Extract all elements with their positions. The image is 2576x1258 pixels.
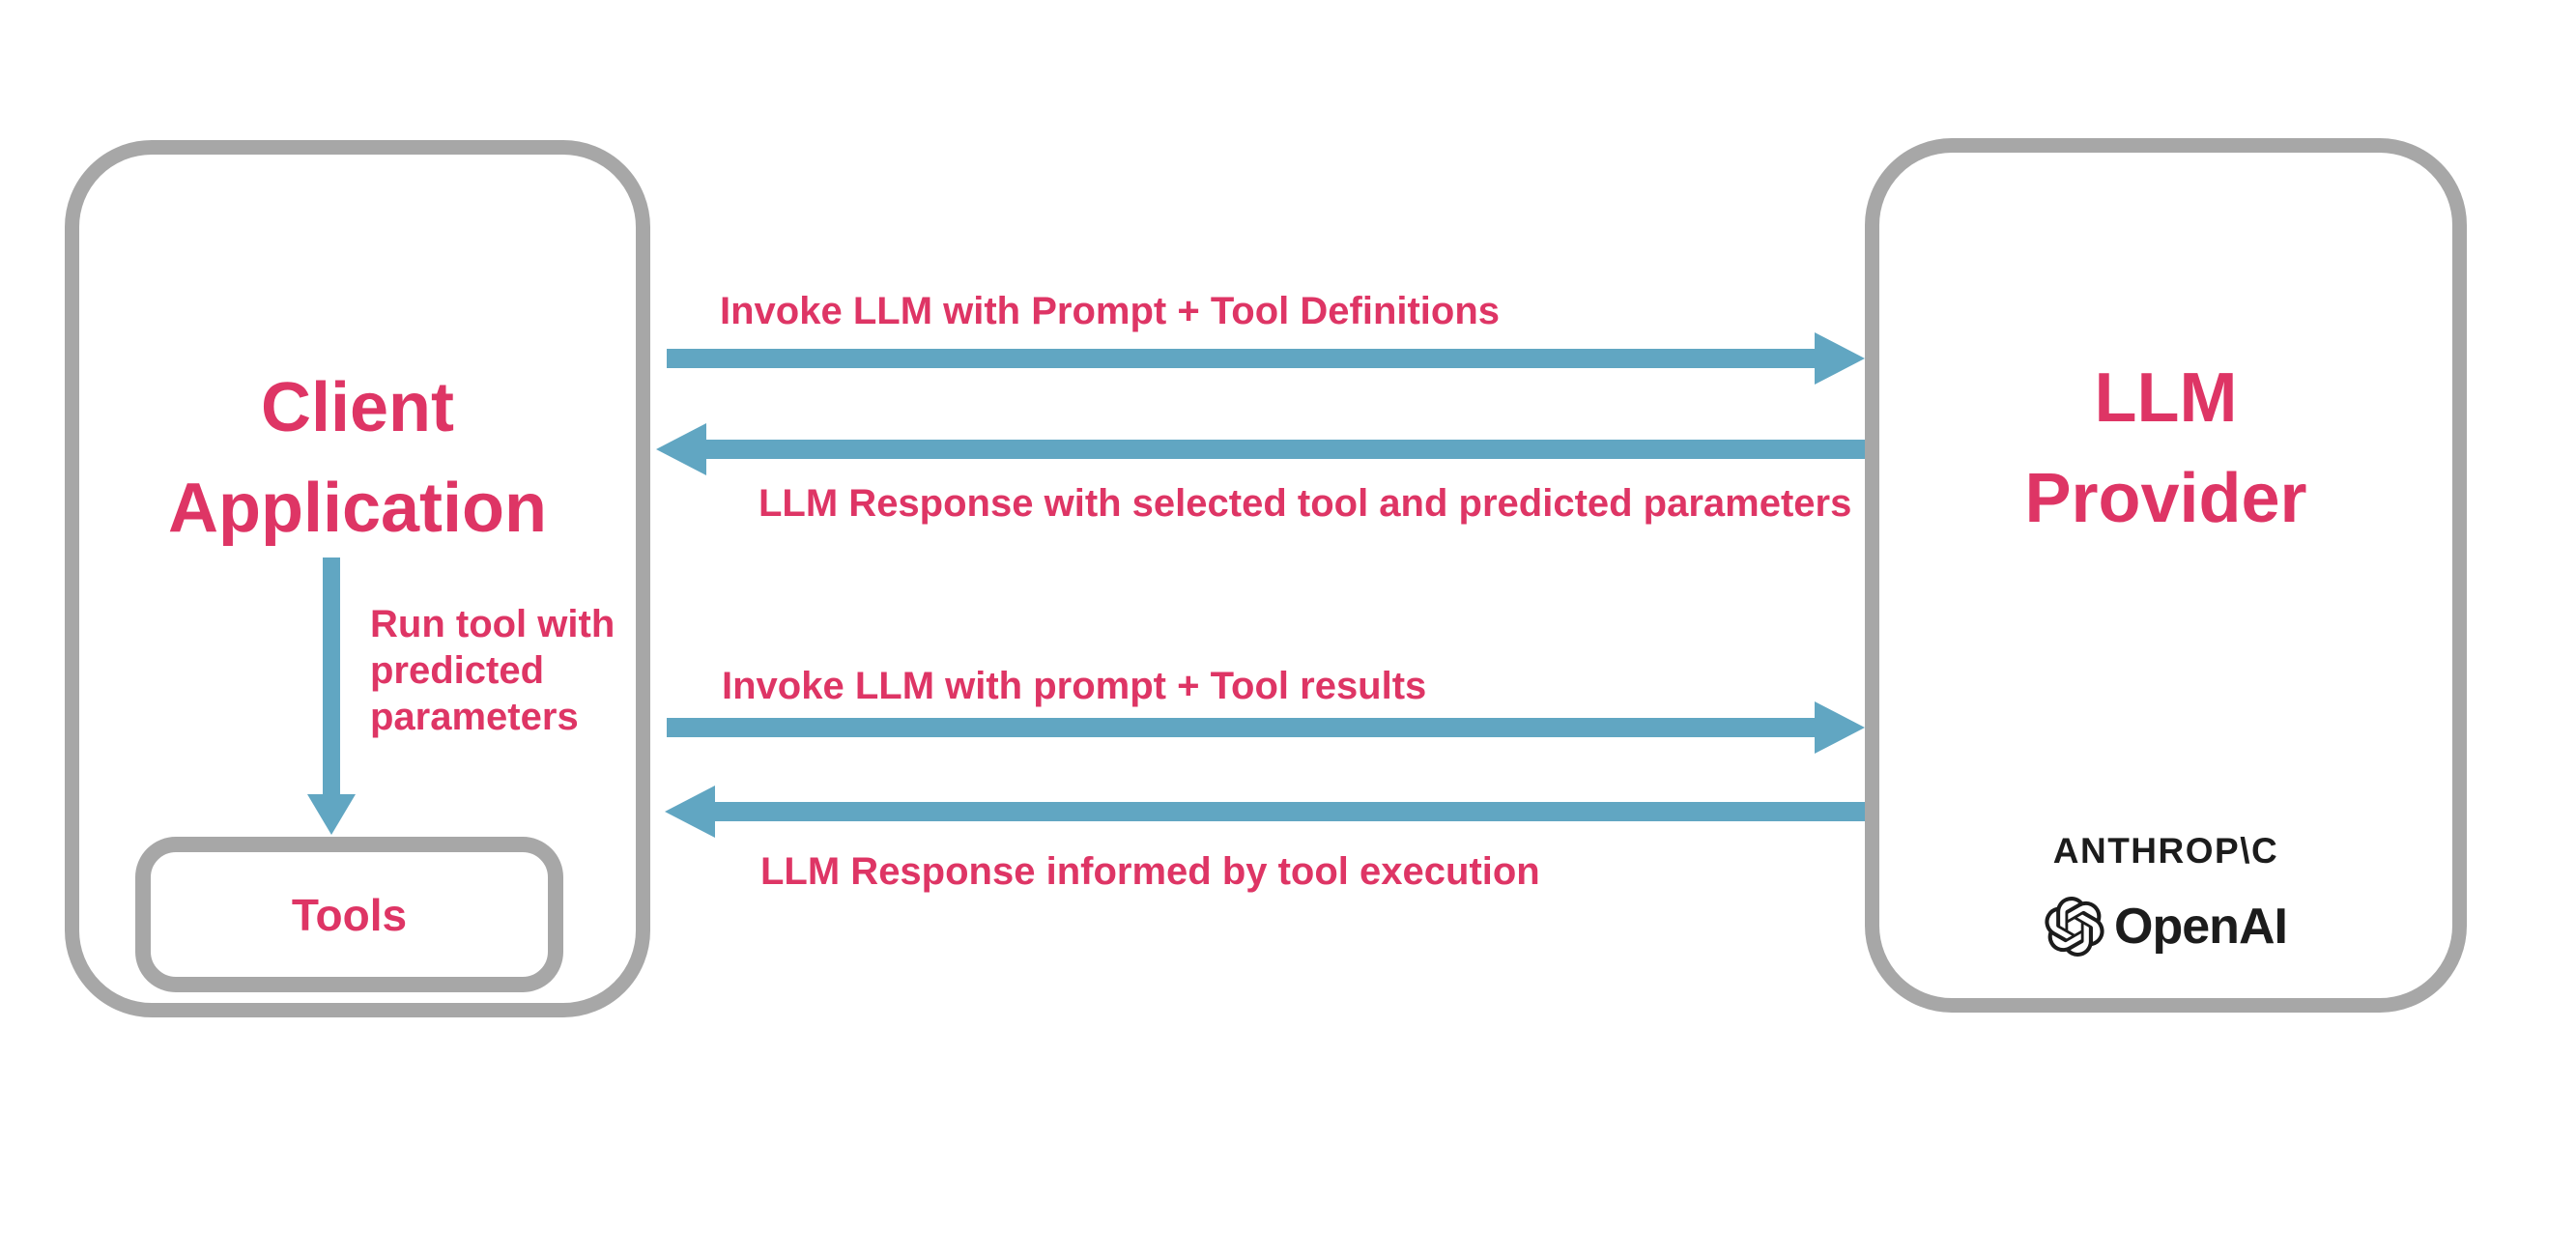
client-application-title: Client Application bbox=[168, 369, 547, 547]
tools-label: Tools bbox=[291, 889, 408, 940]
arrow-label-response-selected: LLM Response with selected tool and pred… bbox=[758, 482, 1852, 525]
arrow-invoke-definitions-head-icon bbox=[1815, 332, 1865, 385]
llm-provider-box bbox=[1865, 138, 2467, 1013]
openai-wordmark: OpenAI bbox=[2114, 899, 2288, 955]
run-tool-arrow-shaft bbox=[323, 558, 340, 796]
arrow-label-invoke-definitions: Invoke LLM with Prompt + Tool Definition… bbox=[720, 290, 1501, 332]
tools-box: Tools bbox=[135, 837, 563, 992]
arrow-invoke-definitions-shaft bbox=[667, 349, 1815, 368]
arrow-label-response-informed: LLM Response informed by tool execution bbox=[760, 850, 1540, 893]
arrow-invoke-results-head-icon bbox=[1815, 701, 1865, 754]
arrow-label-invoke-results: Invoke LLM with prompt + Tool results bbox=[722, 665, 1427, 707]
run-tool-arrow-head-icon bbox=[307, 794, 356, 835]
run-tool-label: Run tool with predicted parameters bbox=[370, 603, 615, 738]
arrow-response-selected-shaft bbox=[706, 440, 1865, 459]
arrow-response-informed-shaft bbox=[715, 802, 1865, 821]
arrow-invoke-results-shaft bbox=[667, 718, 1815, 737]
openai-logo: OpenAI bbox=[1865, 897, 2467, 957]
llm-provider-title: LLM Provider bbox=[2024, 359, 2307, 537]
arrow-response-selected-head-icon bbox=[656, 423, 706, 475]
arrow-response-informed-head-icon bbox=[665, 786, 715, 838]
openai-logo-icon bbox=[2045, 897, 2104, 957]
anthropic-wordmark: ANTHROP\C bbox=[2052, 831, 2279, 871]
